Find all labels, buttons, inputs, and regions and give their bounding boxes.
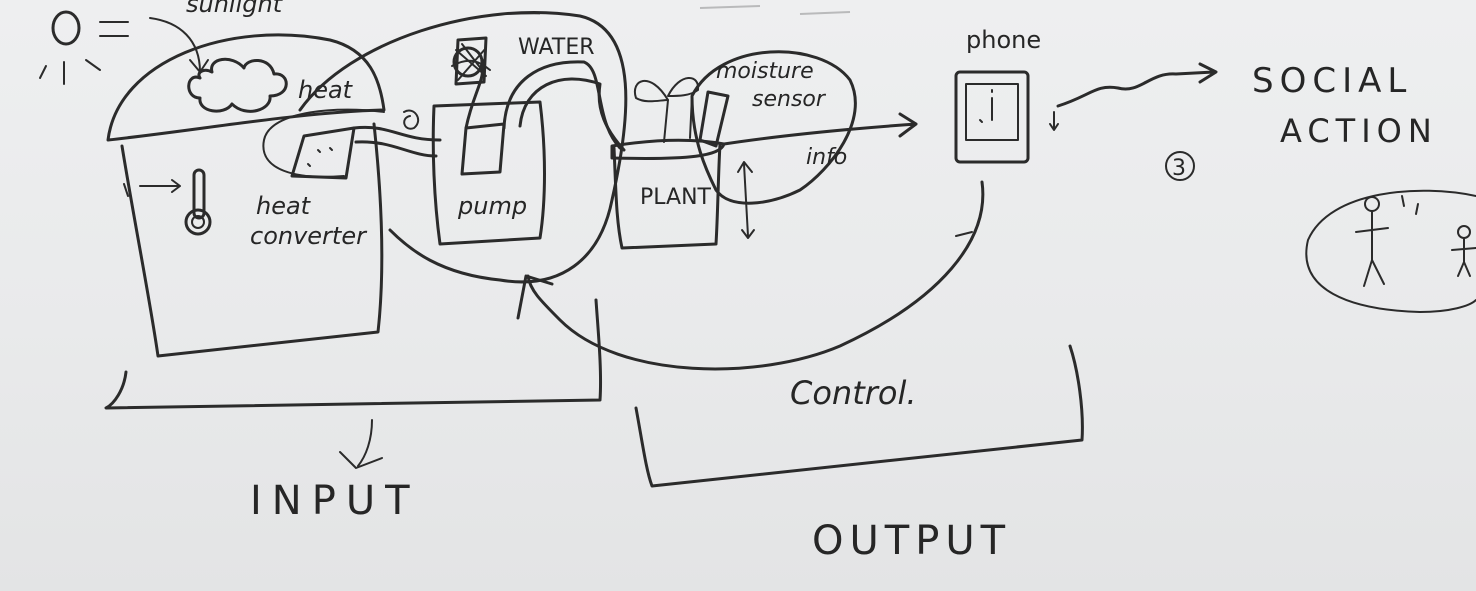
pump-cylinder (460, 122, 506, 176)
output-label: OUTPUT (812, 518, 1011, 564)
input-loop-oval (298, 11, 628, 284)
output-bracket (634, 344, 1084, 488)
greenhouse-dome (106, 33, 386, 142)
input-housing-box (120, 122, 384, 358)
thermometer-pointer (123, 179, 181, 197)
phone-scroll-mark (1049, 111, 1059, 131)
control-tick (955, 231, 973, 237)
pump-label: pump (457, 192, 527, 220)
heat-to-pump-tube (352, 125, 442, 158)
water-pipe-outer (518, 77, 626, 152)
social-action-label-1: SOCIAL (1252, 61, 1412, 101)
heat-converter-icon (290, 126, 356, 180)
social-action-label-2: ACTION (1280, 112, 1438, 150)
step-number-badge: 3 (1165, 151, 1195, 181)
control-arrowhead (516, 274, 554, 320)
sunlight-arrow (149, 17, 209, 73)
phone-icon (954, 70, 1030, 164)
control-label: Control. (790, 374, 917, 412)
sunlight-label: sunlight (186, 0, 284, 18)
thermometer-icon (184, 168, 212, 236)
info-arrow (722, 112, 918, 146)
info-label: info (806, 145, 847, 170)
plant-label: PLANT (640, 185, 712, 210)
input-bracket (104, 298, 603, 410)
sensor-height-arrow (737, 161, 755, 239)
person-icon-right (1451, 225, 1476, 277)
sensor-label: sensor (752, 87, 827, 112)
person-icon (1355, 196, 1389, 287)
sun-icon (39, 10, 129, 85)
heat-converter-label-2: converter (250, 222, 368, 250)
social-arrow (1056, 62, 1218, 108)
plant-sprout-icon (633, 77, 700, 143)
input-pointer (339, 419, 383, 469)
control-arrow (526, 180, 985, 371)
phone-label: phone (966, 26, 1041, 54)
moisture-sensor-oval (690, 50, 857, 205)
heat-converter-label-1: heat (256, 192, 312, 220)
water-tank-icon (451, 36, 491, 86)
moisture-label: moisture (716, 59, 814, 84)
people-circle (1305, 189, 1476, 313)
input-label: INPUT (250, 478, 420, 524)
cloud-icon (187, 57, 288, 113)
speech-marks (1401, 195, 1419, 215)
heat-converter-loop (262, 108, 385, 178)
moisture-sensor-probe (698, 90, 730, 148)
pump-box (431, 100, 546, 246)
tube-coil (403, 109, 420, 130)
plant-pot (612, 142, 722, 250)
step-number: 3 (1172, 156, 1186, 181)
water-label: WATER (518, 35, 595, 60)
